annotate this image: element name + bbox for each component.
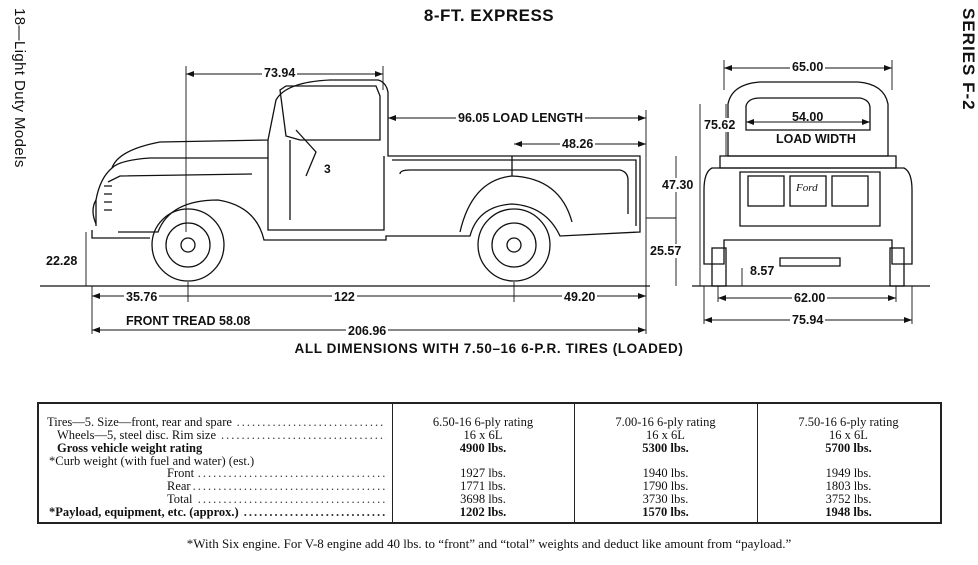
spec-cell: 16 x 6L (646, 428, 685, 442)
spec-cell: 4900 lbs. (459, 441, 507, 455)
truck-side-body (91, 79, 641, 241)
dim-wheelbase: 122 (332, 290, 357, 304)
spec-cell: 3752 lbs. (825, 492, 872, 506)
spec-cell: 1948 lbs. (825, 505, 872, 519)
dim-overall-width-top: 65.00 (790, 60, 826, 74)
spec-label-curb-weight: *Curb weight (with fuel and water) (est.… (49, 455, 257, 468)
spec-column-650: 6.50-16 6-ply rating 16 x 6L 4900 lbs. 1… (392, 404, 575, 522)
page-title: 8-FT. EXPRESS (423, 6, 555, 25)
spec-labels-column: Tires—5. Size—front, rear and spare.....… (39, 404, 393, 522)
dim-load-width-value: 54.00 (792, 110, 824, 124)
dim-ground-clearance: 22.28 (44, 254, 80, 268)
spec-cell: 1927 lbs. (460, 466, 506, 480)
spec-label-row: Wheels—5, steel disc. Rim size..........… (57, 429, 386, 442)
door-label: 3 (324, 162, 331, 176)
spec-column-750: 7.50-16 6-ply rating 16 x 6L 5700 lbs. 1… (757, 404, 940, 522)
spec-cell: 16 x 6L (829, 428, 868, 442)
spec-label-row: Front...................................… (167, 467, 386, 480)
truck-dimension-drawing (40, 60, 930, 334)
spec-cell: 1771 lbs. (460, 479, 506, 493)
dim-rear-tread: 62.00 (792, 291, 828, 305)
spec-cell: 3698 lbs. (460, 492, 506, 506)
dim-overall-length: 206.96 (346, 324, 389, 338)
dim-axle-clearance: 8.57 (748, 264, 777, 278)
spec-column-700: 7.00-16 6-ply rating 16 x 6L 5300 lbs. 1… (574, 404, 758, 522)
spec-label-payload: *Payload, equipment, etc. (approx.) (49, 506, 241, 519)
dim-box-overhang: 48.26 (560, 137, 596, 151)
spec-label-tires: Tires—5. Size—front, rear and spare (47, 416, 234, 429)
spec-cell: 5300 lbs. (642, 441, 689, 455)
dim-rear-height: 75.62 (702, 118, 738, 132)
spec-label-wheels: Wheels—5, steel disc. Rim size (57, 429, 218, 442)
spec-cell: 7.50-16 6-ply rating (798, 415, 899, 429)
spec-table: Tires—5. Size—front, rear and spare.....… (37, 402, 942, 524)
dim-front-overhang: 35.76 (124, 290, 160, 304)
spec-label-row: *Payload, equipment, etc. (approx.).....… (49, 506, 386, 519)
spec-cell: 1940 lbs. (642, 466, 689, 480)
spec-cell: 16 x 6L (463, 428, 503, 442)
spec-label-row: Gross vehicle weight rating (57, 442, 386, 455)
dim-overall-height-top: 73.94 (262, 66, 298, 80)
tailgate-script: Ford (796, 182, 818, 194)
spec-cell: 1790 lbs. (642, 479, 689, 493)
spec-label-row: Rear....................................… (167, 480, 386, 493)
spec-cell: 3730 lbs. (642, 492, 689, 506)
dim-box-height: 47.30 (660, 178, 696, 192)
spec-cell: 1949 lbs. (825, 466, 872, 480)
spec-cell: 1202 lbs. (459, 505, 507, 519)
spec-cell: 5700 lbs. (825, 441, 872, 455)
dim-overall-width: 75.94 (790, 313, 826, 327)
spec-cell: 1570 lbs. (642, 505, 689, 519)
spec-cell: 6.50-16 6-ply rating (432, 415, 534, 429)
spec-label-front: Front (167, 467, 197, 480)
spec-cell: 1803 lbs. (825, 479, 872, 493)
spec-label-total: Total (167, 493, 195, 506)
spec-label-gvw: Gross vehicle weight rating (57, 442, 205, 455)
dim-load-length: 96.05 LOAD LENGTH (456, 111, 586, 125)
spec-label-row: *Curb weight (with fuel and water) (est.… (49, 455, 386, 468)
spec-label-row: Total...................................… (167, 493, 386, 506)
dim-load-width-label: LOAD WIDTH (774, 132, 858, 146)
dim-front-tread: FRONT TREAD 58.08 (126, 314, 251, 328)
spec-label-rear: Rear (167, 480, 193, 493)
dimensions-caption: ALL DIMENSIONS WITH 7.50–16 6-P.R. TIRES… (294, 341, 684, 356)
footnote: *With Six engine. For V-8 engine add 40 … (186, 536, 792, 551)
spec-label-row: Tires—5. Size—front, rear and spare.....… (47, 416, 386, 429)
spec-cell: 7.00-16 6-ply rating (615, 415, 716, 429)
dim-frame-height: 25.57 (648, 244, 684, 258)
dim-rear-overhang: 49.20 (562, 290, 598, 304)
truck-rear-body (727, 81, 889, 157)
